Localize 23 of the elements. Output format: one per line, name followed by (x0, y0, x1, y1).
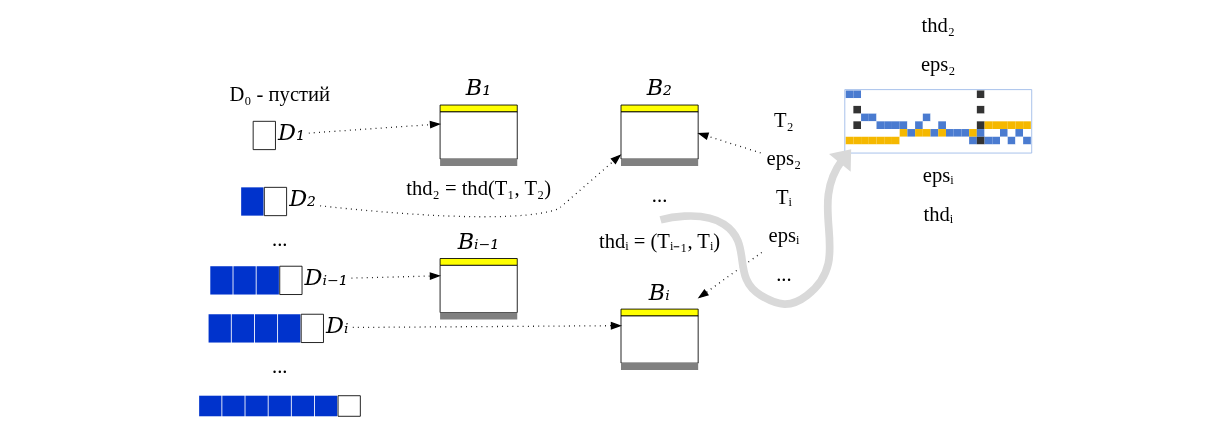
label: thdᵢ = (Tᵢ₋₁, Tᵢ) (599, 230, 721, 253)
label: thd₂ = thd(T₁, T₂) (406, 177, 551, 200)
node-label: Bᵢ₋₁ (457, 227, 500, 254)
label: D₀ - пустий (229, 82, 331, 105)
node-label: Bᵢ (648, 278, 670, 305)
node-label: B₂ (646, 74, 673, 101)
node-text: epsᵢ (768, 224, 800, 247)
label: epsᵢ (922, 164, 954, 187)
node-label: D₁ (278, 119, 305, 146)
node-label: Dᵢ (326, 311, 349, 338)
node-label: D₂ (289, 185, 316, 212)
label: eps₂ (920, 52, 956, 75)
node-label: Dᵢ₋₁ (304, 263, 348, 290)
label: Tᵢ (775, 185, 792, 208)
label: thdᵢ (923, 202, 954, 225)
label: ... (776, 262, 792, 285)
label: thd₂ (921, 14, 955, 37)
label: ... (272, 354, 288, 377)
label: ... (272, 227, 288, 250)
label: ... (651, 184, 668, 207)
label: T₂ (774, 108, 794, 131)
node-label: B₁ (465, 74, 492, 101)
node-text: eps₂ (766, 147, 802, 170)
